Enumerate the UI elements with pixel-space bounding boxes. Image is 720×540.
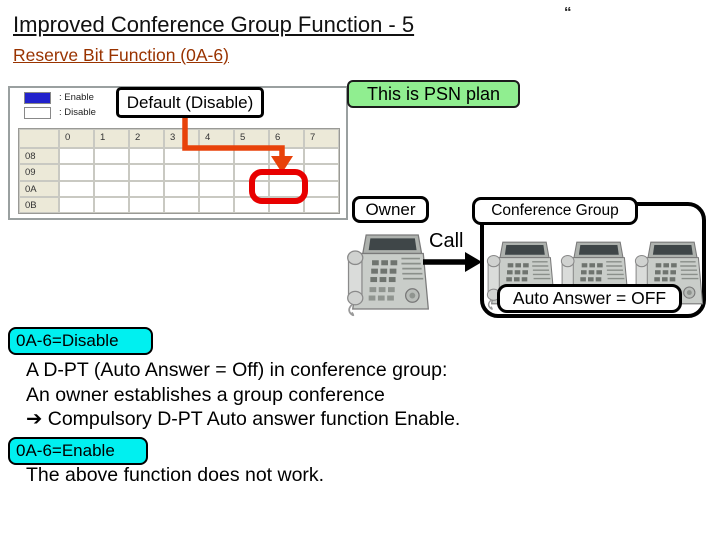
bit-table-cell (129, 164, 164, 181)
bit-table-header-cell: 0A (19, 180, 59, 197)
bit-table-header-cell: 08 (19, 148, 59, 165)
bit-table-cell (94, 196, 129, 213)
bit-table-header-cell: 09 (19, 164, 59, 181)
orange-arrow-icon (182, 117, 293, 173)
legend-swatch (24, 92, 51, 104)
call-label: Call (429, 230, 464, 252)
page-subtitle: Reserve Bit Function (0A-6) (13, 45, 229, 65)
bit-table-cell (199, 180, 234, 197)
conference-group-label: Conference Group (472, 197, 638, 225)
legend-swatch (24, 107, 51, 119)
bit-table-cell (94, 164, 129, 181)
bit-table-cell (59, 180, 94, 197)
legend-label-disable: : Disable (59, 107, 96, 118)
bit-table-cell (304, 180, 339, 197)
auto-answer-label: Auto Answer = OFF (497, 284, 682, 313)
bit-table-cell (164, 196, 199, 213)
disable-line-2: An owner establishes a group conference (26, 383, 385, 406)
badge-0a6-enable: 0A-6=Enable (8, 437, 148, 465)
bit-table-header-cell: 3 (164, 129, 199, 148)
quote-mark: “ (564, 4, 572, 21)
bit-table-cell (199, 164, 234, 181)
default-setting-callout: Default (Disable) (116, 87, 264, 118)
bit-table-header-cell: 7 (304, 129, 339, 148)
psn-plan-note: This is PSN plan (347, 80, 520, 108)
bit-table-cell (59, 164, 94, 181)
owner-label: Owner (352, 196, 429, 223)
phone-icon (346, 234, 430, 317)
bit-table-header-cell (19, 129, 59, 148)
badge-0a6-disable: 0A-6=Disable (8, 327, 153, 355)
bit-table-cell (129, 180, 164, 197)
bit-table-cell (304, 164, 339, 181)
bit-table-cell (304, 196, 339, 213)
bit-table-cell (94, 180, 129, 197)
bit-table-cell (94, 148, 129, 165)
bit-table-header-cell: 0B (19, 196, 59, 213)
legend-label-enable: : Enable (59, 92, 94, 103)
bit-table-cell (164, 164, 199, 181)
bit-table-header-cell: 2 (129, 129, 164, 148)
page-title: Improved Conference Group Function - 5 (13, 12, 415, 37)
bit-table-header-cell: 0 (59, 129, 94, 148)
disable-description: A D-PT (Auto Answer = Off) in conference… (26, 358, 460, 432)
disable-line-1: A D-PT (Auto Answer = Off) in conference… (26, 359, 448, 381)
bit-table-cell (164, 180, 199, 197)
bit-table-cell (59, 148, 94, 165)
disable-line-3: ➔ Compulsory D-PT Auto answer function E… (26, 408, 461, 430)
bit-table-header-cell: 1 (94, 129, 129, 148)
bit-table-cell (129, 148, 164, 165)
bit-table-cell (199, 196, 234, 213)
bit-table-header-cell: 6 (269, 129, 304, 148)
bit-table-cell (164, 148, 199, 165)
enable-description: The above function does not work. (26, 464, 325, 486)
bit-table-cell (59, 196, 94, 213)
owner-phone-slot (346, 226, 430, 318)
cell-highlight-box (249, 169, 308, 204)
bit-table-cell (304, 148, 339, 165)
call-arrow-icon (423, 252, 482, 272)
bit-table-cell (129, 196, 164, 213)
